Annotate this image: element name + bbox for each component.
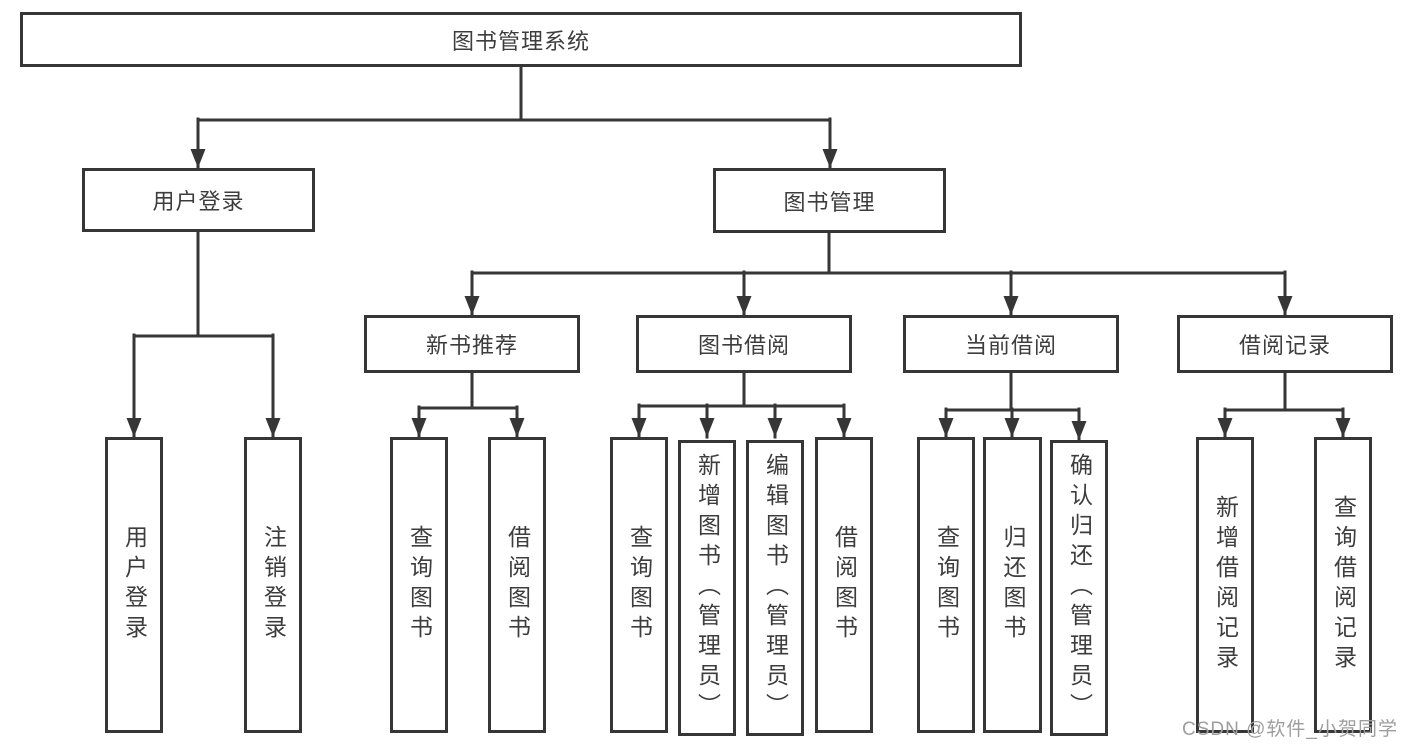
node-leaf-bor-add-book: 新增图书（管理员） bbox=[678, 440, 736, 736]
node-book-borrowing: 图书借阅 bbox=[636, 315, 852, 373]
node-leaf-bor-query-book: 查询图书 bbox=[610, 437, 668, 733]
node-leaf-add-borrow-record: 新增借阅记录 bbox=[1196, 437, 1254, 733]
node-root: 图书管理系统 bbox=[20, 12, 1022, 67]
node-leaf-cur-confirm-return: 确认归还（管理员） bbox=[1050, 440, 1108, 736]
node-leaf-rec-borrow-book: 借阅图书 bbox=[488, 437, 546, 733]
node-leaf-logout: 注销登录 bbox=[244, 437, 302, 733]
node-book-management: 图书管理 bbox=[713, 168, 946, 233]
watermark: CSDN @软件_小贺同学 bbox=[1182, 719, 1398, 740]
node-leaf-user-login: 用户登录 bbox=[105, 437, 163, 733]
node-leaf-cur-return-book: 归还图书 bbox=[983, 437, 1042, 733]
node-leaf-bor-edit-book: 编辑图书（管理员） bbox=[746, 440, 804, 736]
node-user-login: 用户登录 bbox=[82, 168, 315, 232]
node-new-book-recommend: 新书推荐 bbox=[364, 315, 580, 373]
node-leaf-cur-query-book: 查询图书 bbox=[917, 437, 975, 733]
node-current-borrowing: 当前借阅 bbox=[903, 315, 1119, 373]
node-leaf-rec-query-book: 查询图书 bbox=[390, 437, 448, 733]
node-leaf-bor-borrow-book: 借阅图书 bbox=[815, 437, 873, 733]
node-borrowing-records: 借阅记录 bbox=[1177, 315, 1393, 373]
node-leaf-query-borrow-record: 查询借阅记录 bbox=[1314, 437, 1372, 733]
